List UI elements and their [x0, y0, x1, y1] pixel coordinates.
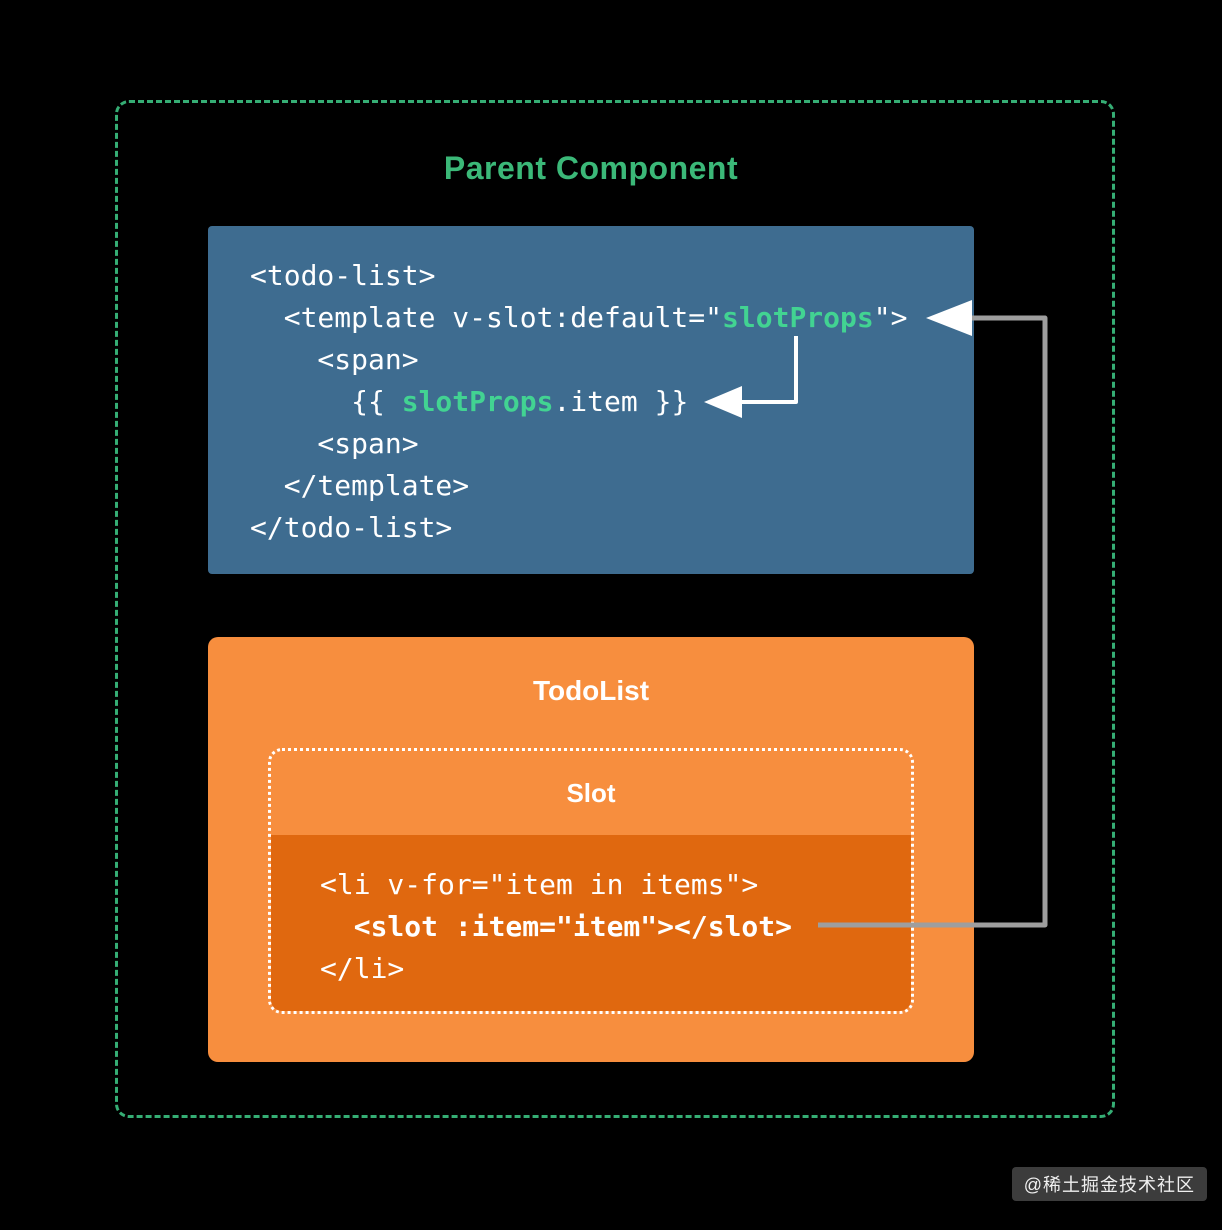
code-text: <slot :item="item"></slot>: [320, 910, 793, 943]
code-line: <span>: [250, 423, 974, 465]
code-text: ">: [873, 301, 908, 334]
code-text: {{: [250, 385, 402, 418]
code-text: </template>: [250, 469, 470, 502]
code-text: <span>: [250, 343, 419, 376]
code-text: </todo-list>: [250, 511, 453, 544]
parent-code-block: <todo-list> <template v-slot:default="sl…: [208, 226, 974, 574]
code-text: .item }}: [553, 385, 689, 418]
slot-code-block: <li v-for="item in items"> <slot :item="…: [271, 835, 911, 1011]
code-text: <span>: [250, 427, 419, 460]
code-line: <template v-slot:default="slotProps">: [250, 297, 974, 339]
todolist-component-box: TodoList Slot <li v-for="item in items">…: [208, 637, 974, 1062]
code-line: <span>: [250, 339, 974, 381]
code-text: <li v-for="item in items">: [320, 868, 759, 901]
code-line: <li v-for="item in items">: [320, 864, 911, 906]
slot-label: Slot: [566, 777, 616, 808]
watermark-badge: @稀土掘金技术社区: [1011, 1167, 1207, 1201]
code-highlight-slotprops: slotProps: [401, 385, 554, 418]
code-text: <template v-slot:default=": [250, 301, 723, 334]
code-line: <todo-list>: [250, 255, 974, 297]
code-line-slot: <slot :item="item"></slot>: [320, 906, 911, 948]
code-text: </li>: [320, 952, 405, 985]
parent-component-title: Parent Component: [443, 150, 739, 186]
todolist-title: TodoList: [532, 675, 650, 706]
code-line: </template>: [250, 465, 974, 507]
slot-boundary: Slot <li v-for="item in items"> <slot :i…: [268, 748, 914, 1014]
code-line: {{ slotProps.item }}: [250, 381, 974, 423]
code-text: <todo-list>: [250, 259, 436, 292]
parent-component-border: [115, 100, 1115, 1118]
code-highlight-slotprops: slotProps: [722, 301, 874, 334]
code-line: </todo-list>: [250, 507, 974, 549]
code-line: </li>: [320, 948, 911, 990]
